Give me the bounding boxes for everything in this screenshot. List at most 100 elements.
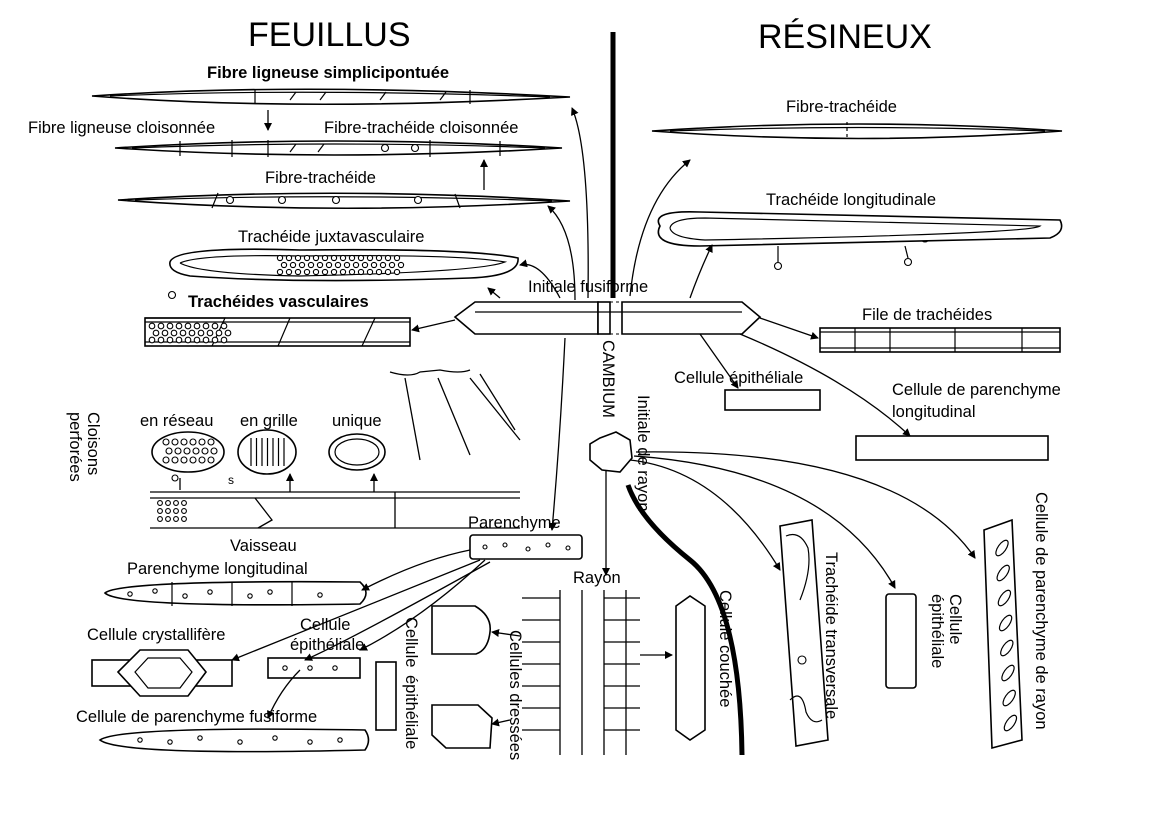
pit-dot [199,457,205,463]
pit-dot [181,457,187,463]
pit-dot [208,457,214,463]
label-file-de-tracheides: File de trachéides [862,306,992,324]
pit-dot [163,439,169,445]
fibre-simplicipontuee [92,89,570,104]
label-cellule-epitheliale-f2: épithéliale [290,636,364,654]
pit-dot [371,262,376,267]
pit-dot [176,337,182,343]
pit-dot [158,323,164,329]
pit-dot [526,547,530,551]
pit-dot [180,330,186,336]
label-fibre-simplicipontuee: Fibre ligneuse simplicipontuée [207,64,449,82]
label-cellules-dressees: Cellules dressées [506,630,524,760]
pit-dot [174,501,179,506]
file-de-tracheides-cell [820,328,1060,352]
pit-dot [166,509,171,514]
label-tracheide-transversale: Trachéide transversale [822,552,840,719]
pit-dot [194,323,200,329]
pit-dot [202,448,208,454]
label-vaisseau: Vaisseau [230,537,297,555]
label-cellule-epitheliale-ray-1: Cellule [402,617,420,667]
pit-dot [190,439,196,445]
pit-dot [174,509,179,514]
pit-dot [158,337,164,343]
pit-dot [358,255,363,260]
pit-dot [189,330,195,336]
fibre-tracheide-cloisonnee [115,140,562,157]
label-cellule-epitheliale-res-1: Cellule [946,594,964,644]
pit-dot [304,269,309,274]
pit-dot [349,255,354,260]
label-en-grille: en grille [240,412,298,430]
label-initiale-de-rayon-1: Initiale de rayon [634,395,652,512]
pit-dot [331,269,336,274]
cellule-epitheliale-ray-res-cell [886,594,916,688]
label-parenchyme-longitudinal: Parenchyme longitudinal [127,560,308,578]
pit-dot [238,740,242,744]
pit-dot [344,262,349,267]
pit-dot [286,269,291,274]
pit-dot [286,255,291,260]
rayon-drawing [376,470,742,755]
tracheide-juxtavasculaire [170,249,518,280]
pit-dot [376,269,381,274]
label-parenchyme-long-res-1: Cellule de parenchyme [892,381,1061,399]
pit-dot [193,448,199,454]
parenchyme-longitudinal-resineux-cell [856,436,1048,460]
pit-dot [158,517,163,522]
label-fibre-tracheide-feuillus: Fibre-trachéide [265,169,376,187]
pit-dot [167,323,173,329]
pit-dot [322,255,327,260]
pit-dot [277,269,282,274]
pit-dot [207,330,213,336]
pit-dot [168,740,172,744]
initiale-de-rayon-cell [590,432,632,472]
label-cellule-epitheliale-resineux: Cellule épithéliale [674,369,803,387]
pit-dot [313,269,318,274]
pit-dot [281,262,286,267]
parenchyme-rayon-cell [984,520,1022,748]
pit-dot [208,590,212,594]
pit-dot [208,439,214,445]
pit-dot [138,738,142,742]
pit-dot [308,262,313,267]
cellule-epitheliale-feuillus-cell [268,658,360,678]
pit-dot [394,269,399,274]
pit-dot [503,543,507,547]
pit-dot [194,337,200,343]
pit-dot [176,323,182,329]
pit-dot [182,501,187,506]
pit-dot [318,593,322,597]
pit-dot [149,323,155,329]
pit-dot [483,545,487,549]
label-fibre-tracheide-cloisonnee: Fibre-trachéide cloisonnée [324,119,518,137]
pit-dot [163,457,169,463]
label-unique: unique [332,412,382,430]
pit-dot [185,337,191,343]
pit-dot [273,736,277,740]
pit-dot [172,457,178,463]
pit-dot [182,517,187,522]
label-cloisons-perforees-1: Cloisons [84,412,102,475]
pit-dot [181,439,187,445]
pit-dot [546,543,550,547]
pit-dot [340,255,345,260]
pit-dot [183,594,187,598]
pit-dot [358,269,363,274]
pit-dot [162,330,168,336]
pit-dot [171,330,177,336]
pit-dot [335,262,340,267]
pit-dot [268,590,272,594]
label-parenchyme-long-res-2: longitudinal [892,403,975,421]
label-rayon: Rayon [573,569,621,587]
pit-dot [212,337,218,343]
pit-dot [385,269,390,274]
pit-dot [398,262,403,267]
pit-dot [128,592,132,596]
pit-dot [376,255,381,260]
pit-dot [198,330,204,336]
pit-dot [308,740,312,744]
label-fibre-tracheide-resineux: Fibre-trachéide [786,98,897,116]
